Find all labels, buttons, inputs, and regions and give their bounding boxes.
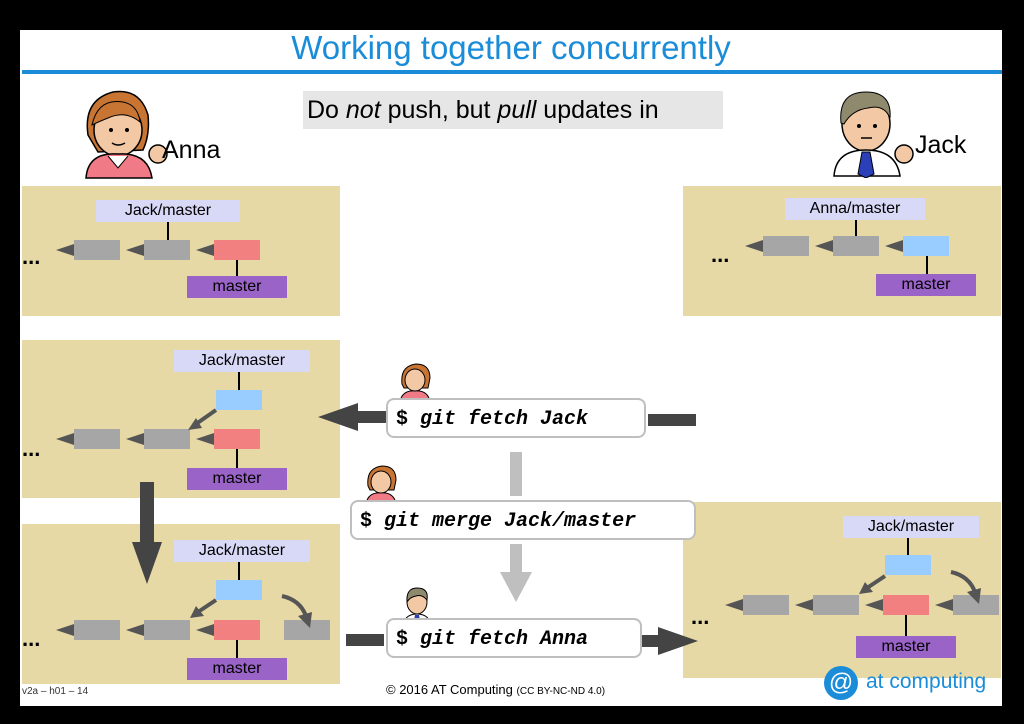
cmd-prompt: $ (396, 408, 408, 431)
at-logo-icon: @ (824, 666, 858, 700)
parent-arrow-icon (126, 244, 144, 256)
cmd-merge-text: git merge Jack/master (384, 510, 636, 533)
anna-repo-initial: ... Jack/master master (22, 186, 340, 316)
ref-pointer-line (907, 538, 909, 555)
history-ellipsis: ... (711, 242, 729, 268)
parent-arrow-icon (745, 240, 763, 252)
ref-pointer-line (238, 372, 240, 390)
anna-repo-after-merge: ... Jack/master master (22, 524, 340, 684)
commit-gray (743, 595, 789, 615)
cmd-prompt: $ (360, 510, 372, 533)
commit-gray (74, 240, 120, 260)
down-arrow-light-icon (500, 544, 532, 604)
ref-jack-master: Jack/master (174, 540, 310, 562)
fetch-right-arrow-icon (640, 626, 698, 656)
merge-arrows-icon (182, 594, 322, 628)
ref-master: master (876, 274, 976, 296)
parent-arrow-icon (126, 624, 144, 636)
footer-copyright: © 2016 AT Computing (CC BY-NC-ND 4.0) (386, 682, 605, 697)
history-ellipsis: ... (22, 436, 40, 462)
ref-pointer-line (236, 260, 238, 276)
ref-pointer-line (236, 449, 238, 468)
parent-arrow-icon (885, 240, 903, 252)
ref-jack-master: Jack/master (843, 516, 979, 538)
parent-arrow-icon (126, 433, 144, 445)
cmd-merge: $ git merge Jack/master (350, 500, 696, 540)
jack-repo-initial: ... Anna/master master (683, 186, 1001, 316)
ref-master: master (187, 276, 287, 298)
anna-repo-after-fetch: ... Jack/master master (22, 340, 340, 498)
slide-title: Working together concurrently (20, 30, 1002, 66)
note-pre: Do (307, 96, 346, 124)
parent-arrow-icon (795, 599, 813, 611)
anna-label: Anna (162, 136, 220, 165)
note-em-pull: pull (497, 96, 536, 124)
parent-arrow-icon (56, 244, 74, 256)
title-rule (22, 70, 1002, 74)
ref-pointer-line (167, 222, 169, 240)
commit-gray (833, 236, 879, 256)
jack-avatar-icon (826, 78, 916, 178)
license-text: (CC BY-NC-ND 4.0) (517, 686, 606, 697)
commit-gray (74, 620, 120, 640)
ref-master: master (187, 658, 287, 680)
ref-anna-master: Anna/master (785, 198, 925, 220)
footer-version: v2a – h01 – 14 (22, 686, 88, 697)
parent-arrow-icon (56, 624, 74, 636)
fetch-anna-tail-bar (346, 634, 384, 646)
fetch-tail-bar (648, 414, 696, 426)
cmd-fetch-jack: $ git fetch Jack (386, 398, 646, 438)
ref-pointer-line (855, 220, 857, 236)
commit-gray (763, 236, 809, 256)
parent-arrow-icon (182, 408, 222, 438)
cmd-prompt: $ (396, 628, 408, 651)
ref-pointer-line (905, 615, 907, 636)
slide: Working together concurrently Do not pus… (20, 30, 1002, 706)
jack-repo-after-fetch: ... Jack/master master (683, 502, 1001, 678)
merge-arrows-icon (851, 570, 991, 604)
ref-jack-master: Jack/master (96, 200, 240, 222)
cmd-fetch-anna: $ git fetch Anna (386, 618, 642, 658)
anna-avatar-icon (78, 80, 168, 180)
parent-arrow-icon (725, 599, 743, 611)
ref-master: master (187, 468, 287, 490)
flow-connector (510, 452, 522, 496)
note-mid: push, but (381, 96, 498, 124)
ref-master: master (856, 636, 956, 658)
commit-anna-local (214, 240, 260, 260)
ref-pointer-line (926, 256, 928, 274)
ref-pointer-line (236, 640, 238, 658)
commit-jack-fetched (216, 390, 262, 410)
commit-gray (74, 429, 120, 449)
brand-text: at computing (866, 670, 986, 694)
note-box: Do not push, but pull updates in (303, 91, 723, 129)
history-ellipsis: ... (22, 244, 40, 270)
parent-arrow-icon (56, 433, 74, 445)
ref-pointer-line (238, 562, 240, 580)
note-post: updates in (536, 96, 658, 124)
commit-jack-local (903, 236, 949, 256)
down-arrow-icon (132, 482, 162, 586)
ref-jack-master: Jack/master (174, 350, 310, 372)
commit-gray (144, 240, 190, 260)
jack-label: Jack (915, 131, 966, 160)
cmd-fetch-anna-text: git fetch Anna (420, 628, 588, 651)
parent-arrow-icon (196, 244, 214, 256)
cmd-fetch-jack-text: git fetch Jack (420, 408, 588, 431)
copyright-text: © 2016 AT Computing (386, 682, 513, 697)
parent-arrow-icon (815, 240, 833, 252)
history-ellipsis: ... (22, 626, 40, 652)
note-em-not: not (346, 96, 381, 124)
